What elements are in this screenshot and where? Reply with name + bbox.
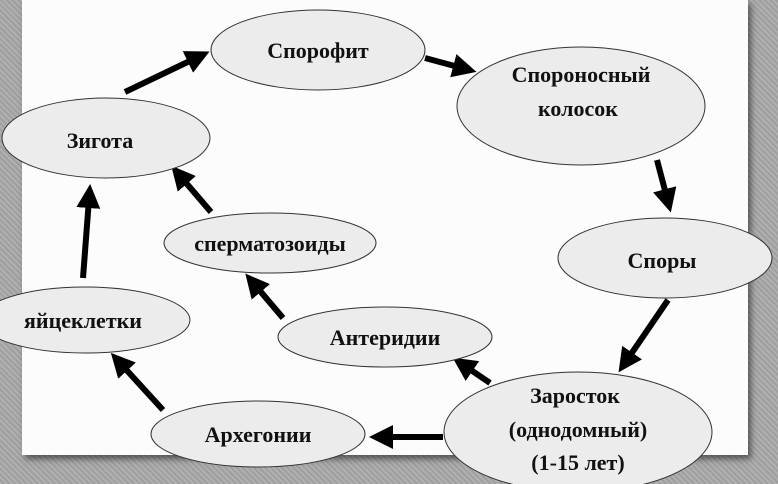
arrows <box>76 51 677 449</box>
node-eggs: яйцеклетки <box>0 286 191 354</box>
arrow-zygote-sporophyte <box>123 51 210 95</box>
node-label: сперматозоиды <box>194 231 346 256</box>
node-prothallus: Заросток (однодомный) (1-15 лет) <box>443 371 713 484</box>
node-label: колосок <box>538 96 618 121</box>
node-label: Заросток <box>530 383 620 408</box>
arrow-sporophyte-strobilus <box>424 54 477 78</box>
node-sperm: сперматозоиды <box>163 212 377 274</box>
node-label: (1-15 лет) <box>531 450 624 475</box>
node-label: (однодомный) <box>509 417 647 442</box>
node-label: Антеридии <box>330 325 441 350</box>
node-label: Архегонии <box>205 422 312 447</box>
arrow-spores-prothallus <box>618 298 671 373</box>
node-zygote: Зигота <box>1 97 211 179</box>
arrow-antheridia-sperm <box>245 273 286 320</box>
node-label: яйцеклетки <box>24 308 142 333</box>
node-strobilus: Спороносный колосок <box>456 46 706 166</box>
node-label: Спороносный <box>512 62 651 87</box>
node-label: Споры <box>628 248 697 273</box>
node-antheridia: Антеридии <box>277 306 493 368</box>
arrow-sperm-zygote <box>171 165 214 214</box>
arrow-strobilus-spores <box>653 159 677 213</box>
arrow-prothallus-antheridia <box>452 357 492 386</box>
node-label: Спорофит <box>267 38 369 63</box>
node-spores: Споры <box>557 217 773 299</box>
node-sporophyte: Спорофит <box>210 9 426 91</box>
arrow-archegonia-eggs <box>110 352 166 413</box>
arrow-eggs-zygote <box>76 184 101 279</box>
node-label: Зигота <box>67 128 134 153</box>
node-archegonia: Архегонии <box>150 400 366 468</box>
